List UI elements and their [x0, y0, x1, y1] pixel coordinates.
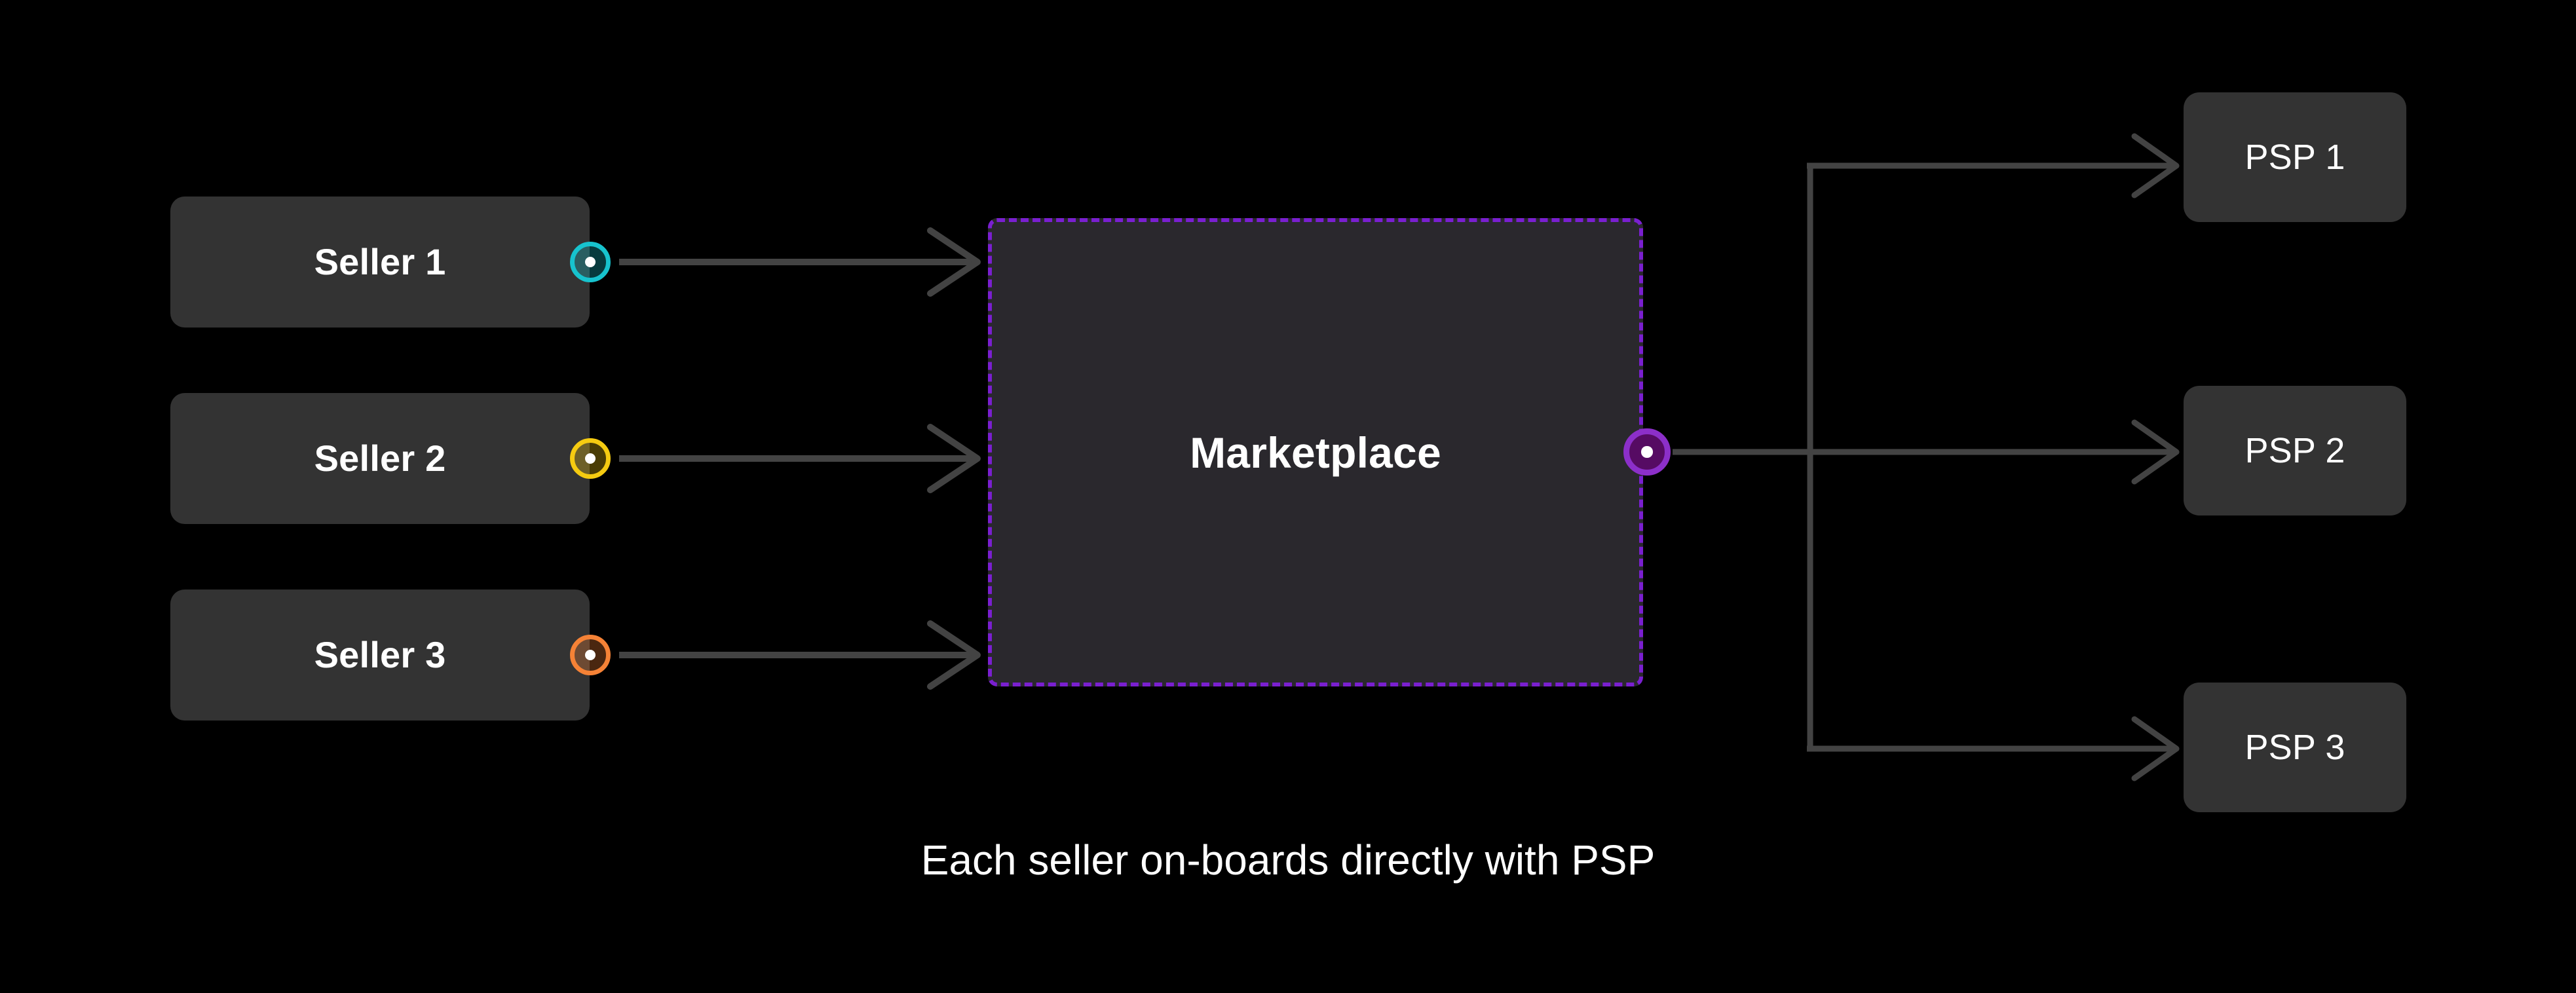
seller-node-2-label: Seller 2 [314, 438, 446, 479]
seller-node-1-label: Seller 1 [314, 241, 446, 282]
seller-node-3[interactable]: Seller 3 [170, 590, 590, 721]
psp-node-1-label: PSP 1 [2245, 138, 2345, 177]
edge-bus-to-psp3 [1807, 716, 2180, 781]
marketplace-node[interactable]: Marketplace [988, 218, 1643, 686]
seller-3-port[interactable] [570, 635, 611, 675]
port-core-icon [584, 453, 596, 464]
seller-node-2[interactable]: Seller 2 [170, 393, 590, 524]
diagram-caption: Each seller on-boards directly with PSP [920, 836, 1656, 884]
edge-bus-to-psp1 [1807, 133, 2180, 198]
port-core-icon [1641, 446, 1653, 458]
psp-node-2-label: PSP 2 [2245, 431, 2345, 470]
seller-node-1[interactable]: Seller 1 [170, 197, 590, 328]
port-core-icon [584, 649, 596, 661]
marketplace-node-label: Marketplace [1190, 428, 1441, 477]
psp-node-2[interactable]: PSP 2 [2184, 386, 2406, 515]
psp-node-1[interactable]: PSP 1 [2184, 92, 2406, 222]
port-core-icon [584, 256, 596, 268]
edge-marketplace-bus [1673, 166, 1813, 749]
seller-1-port[interactable] [570, 242, 611, 282]
seller-2-port[interactable] [570, 438, 611, 479]
edge-bus-to-psp2 [1810, 419, 2180, 485]
psp-node-3[interactable]: PSP 3 [2184, 683, 2406, 812]
edge-seller3-to-marketplace [619, 620, 981, 690]
edge-seller1-to-marketplace [619, 227, 981, 297]
seller-node-3-label: Seller 3 [314, 634, 446, 675]
psp-node-3-label: PSP 3 [2245, 728, 2345, 767]
edge-seller2-to-marketplace [619, 424, 981, 493]
marketplace-output-port[interactable] [1623, 428, 1671, 476]
